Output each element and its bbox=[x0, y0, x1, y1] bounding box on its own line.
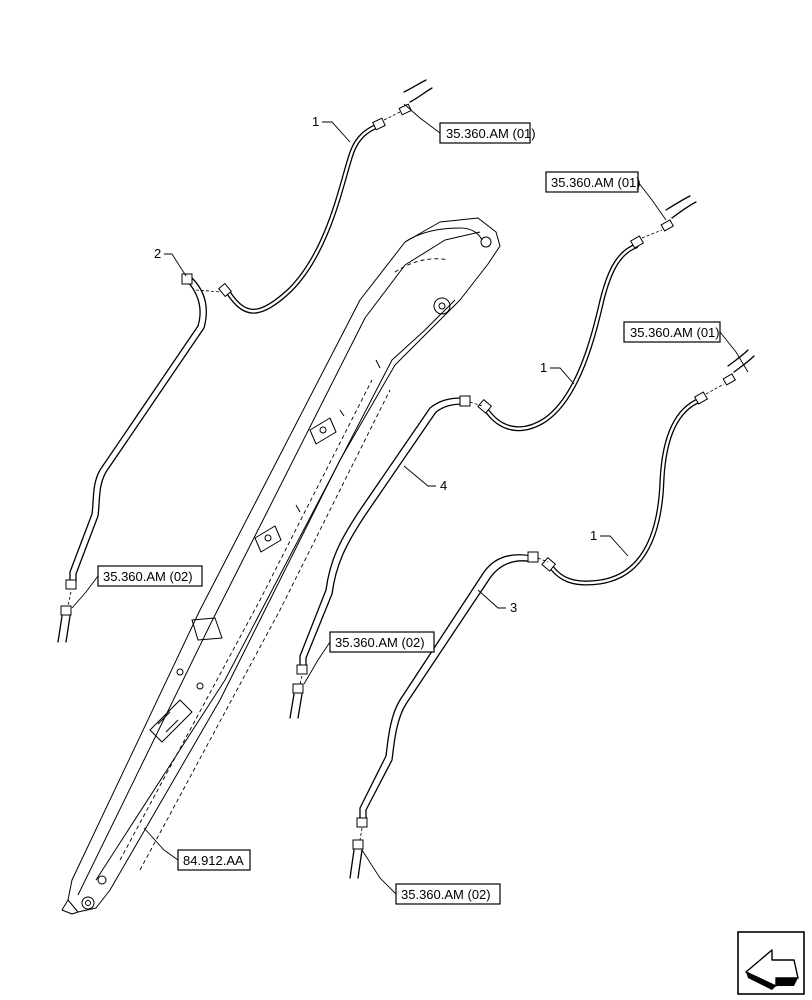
item-number-hose-top: 1 bbox=[312, 114, 319, 129]
next-page-arrow-icon[interactable] bbox=[737, 931, 805, 995]
item-number-pipe-right: 3 bbox=[510, 600, 517, 615]
reference-box-top bbox=[439, 122, 531, 144]
reference-boxes: 35.360.AM (01) 35.360.AM (01) 35.360.AM … bbox=[71, 103, 749, 905]
item-number-hose-middle: 1 bbox=[540, 360, 547, 375]
dipper-arm bbox=[61, 217, 501, 915]
item-callouts: 1 2 1 4 1 3 bbox=[154, 114, 629, 615]
item-number-pipe-left: 2 bbox=[154, 246, 161, 261]
reference-label-arm: 84.912.AA bbox=[183, 853, 244, 868]
item-number-hose-right: 1 bbox=[590, 528, 597, 543]
reference-label-top: 35.360.AM (01) bbox=[446, 126, 536, 141]
reference-label-middle: 35.360.AM (02) bbox=[335, 635, 425, 650]
hose-top bbox=[218, 79, 433, 314]
pipe-right bbox=[349, 551, 549, 879]
reference-label-right: 35.360.AM (01) bbox=[630, 325, 720, 340]
reference-label-upper-right: 35.360.AM (01) bbox=[551, 175, 641, 190]
reference-label-bottom: 35.360.AM (02) bbox=[401, 887, 491, 902]
hose-middle bbox=[477, 195, 697, 432]
pipe-middle bbox=[289, 395, 483, 719]
pipe-left bbox=[57, 273, 221, 643]
item-number-pipe-middle: 4 bbox=[440, 478, 447, 493]
reference-label-left: 35.360.AM (02) bbox=[103, 569, 193, 584]
